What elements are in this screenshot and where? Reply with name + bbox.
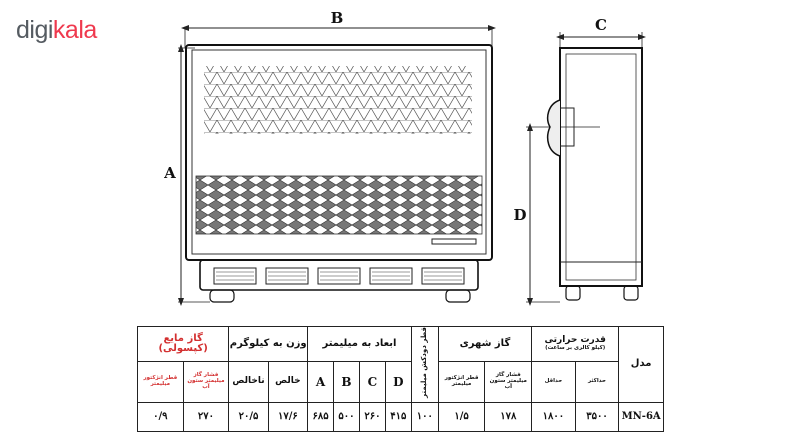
heat-capacity-header-cell: قدرت حرارتی(کیلو کالری بر ساعت) xyxy=(531,325,620,363)
ng-injector-label: قطر انژکتور میلیمتر xyxy=(437,361,486,403)
heat-min-label: حداقل xyxy=(531,361,576,403)
net-weight-label: خالص xyxy=(267,361,309,403)
net-weight-value: ۲۰/۵ xyxy=(228,401,269,432)
model-header: مدل xyxy=(618,326,664,403)
lpg-injector-label: قطر انژکتور میلیمتر xyxy=(137,361,184,403)
digikala-logo[interactable]: digikala xyxy=(16,16,97,45)
dim-a-value: ۶۸۵ xyxy=(307,401,335,432)
lpg-injector-value: ۰/۹ xyxy=(137,401,184,432)
heat-max-label: حداکثر xyxy=(574,361,620,403)
dim-a-header: A xyxy=(307,361,335,403)
spec-table: گاز مایع (کپسولی) وزن به کیلوگرم ابعاد ب… xyxy=(136,325,664,432)
heat-capacity-header: قدرت حرارتی xyxy=(544,335,606,346)
dimension-c-label: C xyxy=(595,16,607,34)
ng-pressure-label: فشار گاز میلیمتر ستون آب xyxy=(484,361,533,403)
ng-injector-value: ۱/۵ xyxy=(437,401,486,432)
flue-header: قطر دودکش میلیمتر xyxy=(420,327,429,398)
dim-c-value: ۲۶۰ xyxy=(358,401,386,432)
flue-value: ۱۰۰ xyxy=(410,401,439,432)
side-view: C D xyxy=(513,16,646,306)
ng-pressure-value: ۱۷۸ xyxy=(484,401,533,432)
natural-gas-header: گاز شهری xyxy=(437,325,533,363)
dim-d-value: ۴۱۵ xyxy=(384,401,412,432)
dimension-b-label: B xyxy=(331,9,344,27)
dim-c-header: C xyxy=(358,361,386,403)
heat-max-value: ۳۵۰۰ xyxy=(574,401,620,432)
dim-d-header: D xyxy=(384,361,412,403)
heat-capacity-subheader: (کیلو کالری بر ساعت) xyxy=(545,344,606,351)
dimensions-header: ابعاد به میلیمتر xyxy=(307,325,412,363)
model-value: MN-6A xyxy=(618,401,664,432)
lpg-header: گاز مایع (کپسولی) xyxy=(136,325,230,363)
lpg-pressure-value: ۲۷۰ xyxy=(182,401,230,432)
logo-part-digi: digi xyxy=(16,16,53,44)
front-view: B A xyxy=(163,9,496,306)
heat-min-value: ۱۸۰۰ xyxy=(531,401,576,432)
dim-b-header: B xyxy=(333,361,360,403)
dim-b-value: ۵۰۰ xyxy=(333,401,360,432)
dimension-d-label: D xyxy=(513,206,526,224)
weight-header: وزن به کیلوگرم xyxy=(228,325,309,363)
gross-weight-label: ناخالص xyxy=(228,361,269,403)
lpg-pressure-label: فشار گاز میلیمتر ستون آب xyxy=(182,361,230,403)
dimension-a-label: A xyxy=(163,164,176,182)
logo-part-kala: kala xyxy=(52,16,97,44)
gross-weight-value: ۱۷/۶ xyxy=(267,401,309,432)
flue-header-cell: قطر دودکش میلیمتر xyxy=(410,326,439,403)
